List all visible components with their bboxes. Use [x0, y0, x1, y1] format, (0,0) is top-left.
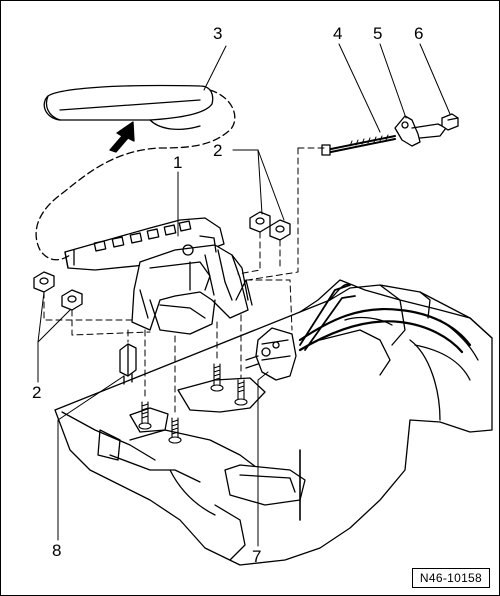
- mounting-stud: [138, 401, 152, 430]
- grip-fit-outline: [35, 89, 236, 261]
- brake-cable-rod: [321, 134, 396, 156]
- assembly-guide-lines: [43, 147, 325, 417]
- handbrake-lever-assembly: [64, 217, 253, 335]
- hex-nut: [249, 211, 271, 233]
- hex-nut: [61, 289, 83, 311]
- handle-grip: [43, 84, 214, 131]
- callout-6: 6: [414, 24, 424, 43]
- mounting-stud: [234, 379, 248, 406]
- hex-nut: [33, 271, 55, 293]
- adjusting-nut: [441, 113, 459, 131]
- mounting-stud: [168, 417, 182, 444]
- cable-guide-bracket: [245, 327, 297, 381]
- mounting-stud: [210, 363, 224, 392]
- cable-equalizer: [394, 115, 447, 147]
- callout-leaders: [37, 43, 451, 547]
- hex-nut: [269, 219, 291, 241]
- floor-tunnel: [54, 279, 493, 566]
- callout-8: 8: [52, 541, 62, 560]
- cable-routing: [298, 283, 472, 354]
- callout-5: 5: [373, 24, 383, 43]
- callout-7: 7: [252, 547, 262, 566]
- warning-switch: [119, 343, 137, 385]
- callout-4: 4: [333, 24, 343, 43]
- callout-2-upper: 2: [213, 141, 223, 160]
- figure-reference-code: N46-10158: [411, 568, 490, 588]
- fitting-direction-arrow: [109, 121, 135, 153]
- callout-3: 3: [213, 24, 223, 43]
- callout-2-lower: 2: [32, 383, 42, 402]
- callout-1: 1: [173, 153, 183, 172]
